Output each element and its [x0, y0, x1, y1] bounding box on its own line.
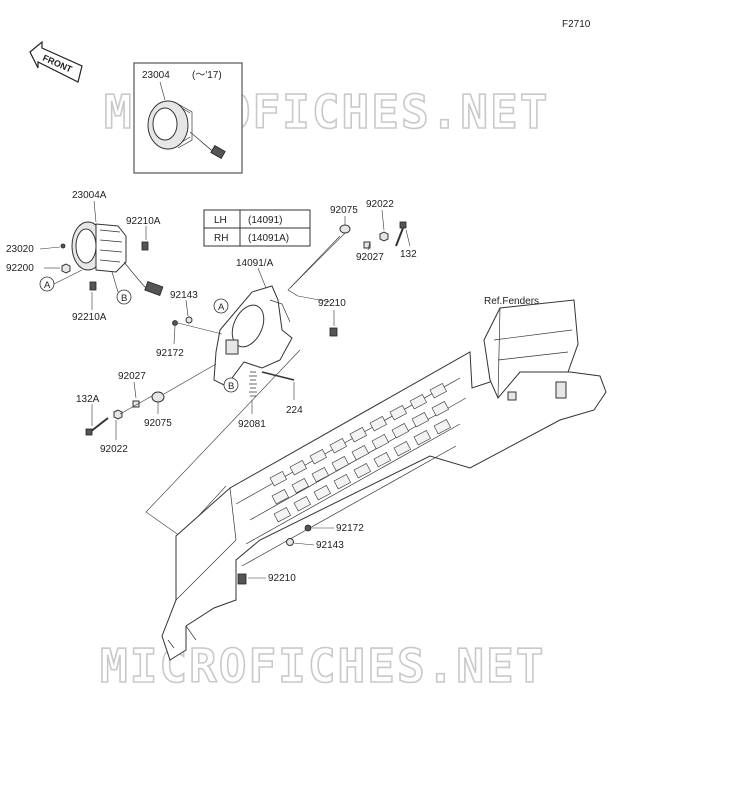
callout-B-bracket: B [228, 381, 234, 392]
front-arrow-icon: FRONT [29, 40, 83, 83]
label-92200: 92200 [6, 263, 34, 274]
label-92210A-bottom: 92210A [72, 312, 107, 323]
label-92210-low: 92210 [268, 573, 296, 584]
label-92075-left: 92075 [144, 418, 172, 429]
label-23004A: 23004A [72, 190, 107, 201]
figure-code: F2710 [562, 19, 591, 30]
label-92172-low: 92172 [336, 523, 364, 534]
label-92022-right: 92022 [366, 199, 394, 210]
label-92027-right: 92027 [356, 252, 384, 263]
callout-A-bracket: A [218, 302, 225, 313]
callout-A-left: A [44, 280, 51, 291]
spring-92081-icon [249, 371, 257, 397]
label-132A: 132A [76, 394, 100, 405]
table-row-rh-code: (14091A) [248, 233, 289, 244]
table-row-lh-side: LH [214, 215, 227, 226]
label-224: 224 [286, 405, 303, 416]
grille-panel-icon [161, 299, 607, 661]
inset-23004: 23004 (～'17) [133, 62, 243, 174]
label-132: 132 [400, 249, 417, 260]
headlight-bracket-14091-icon [213, 285, 293, 387]
inset-years-label: (～'17) [192, 70, 222, 81]
label-92210-mid: 92210 [318, 298, 346, 309]
label-92143-low: 92143 [316, 540, 344, 551]
label-92210A-top: 92210A [126, 216, 161, 227]
label-14091-A: 14091/A [236, 258, 274, 269]
label-92143-top: 92143 [170, 290, 198, 301]
headlight-23004-icon [147, 100, 226, 160]
bolt-132-icon [395, 221, 407, 247]
label-92022-left: 92022 [100, 444, 128, 455]
bolt-132A-icon [85, 417, 109, 436]
label-92075-right: 92075 [330, 205, 358, 216]
label-23020: 23020 [6, 244, 34, 255]
headlight-23004A-icon [71, 221, 164, 296]
inset-part-label: 23004 [142, 70, 170, 81]
label-92172-top: 92172 [156, 348, 184, 359]
label-92027-left: 92027 [118, 371, 146, 382]
variant-table: LH (14091) RH (14091A) [203, 209, 311, 247]
table-row-rh-side: RH [214, 233, 228, 244]
callout-B-left: B [121, 293, 127, 304]
table-row-lh-code: (14091) [248, 215, 282, 226]
ref-fenders-label: Ref.Fenders [484, 296, 539, 307]
label-92081: 92081 [238, 419, 266, 430]
